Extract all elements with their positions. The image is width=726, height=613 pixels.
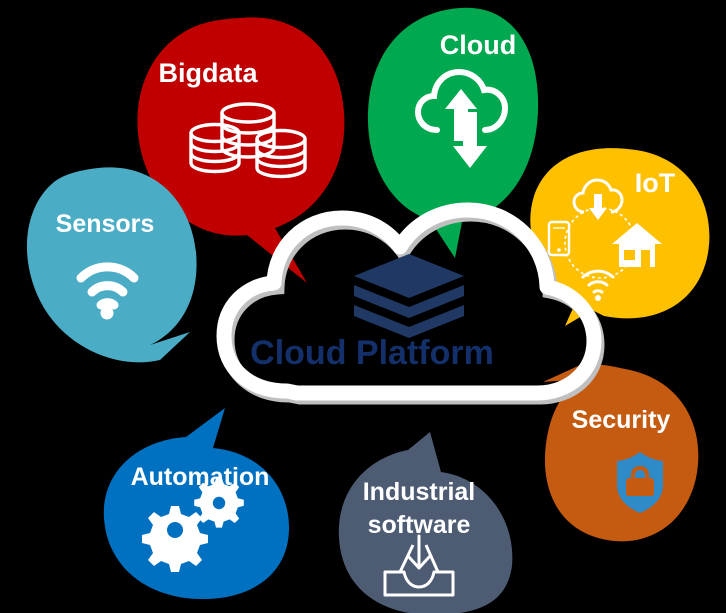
gears-icon <box>142 478 244 572</box>
phone-icon <box>547 220 571 257</box>
sensors-label: Sensors <box>56 210 155 238</box>
node-bigdata[interactable]: Bigdata <box>137 17 345 283</box>
wifi-icon <box>581 269 615 294</box>
industrial-software-bubble-shape <box>338 432 513 613</box>
security-label: Security <box>572 406 671 434</box>
node-cloud[interactable]: Cloud <box>367 7 539 258</box>
cloud-bubble-shape <box>367 7 539 258</box>
node-industrial-software[interactable]: Industrial software <box>338 432 513 613</box>
iot-network-icon <box>547 178 662 301</box>
layers-stack-icon <box>354 254 464 338</box>
house-icon <box>612 223 662 267</box>
wifi-signal-icon <box>76 262 139 310</box>
bigdata-label: Bigdata <box>158 58 258 88</box>
download-tray-icon <box>383 534 455 597</box>
node-security[interactable]: Security <box>543 364 699 542</box>
database-stack-icon <box>189 102 307 179</box>
industrial-software-label-line1: Industrial <box>363 478 476 506</box>
cloud-sync-arrows-icon <box>414 68 509 168</box>
center-cloud-platform[interactable]: Cloud Platform <box>216 202 605 405</box>
cloud-label: Cloud <box>440 30 516 60</box>
bigdata-bubble-shape <box>137 17 345 283</box>
node-automation[interactable]: Automation <box>103 408 290 600</box>
cloud-outline <box>216 202 602 401</box>
wifi-dot-icon <box>100 306 114 320</box>
node-iot[interactable]: IoT <box>530 148 710 326</box>
iot-label: IoT <box>635 168 676 198</box>
cloud-down-arrow-icon <box>453 112 487 168</box>
cloud-up-arrow-icon <box>445 89 477 141</box>
center-cloud-label: Cloud Platform <box>250 334 494 372</box>
industrial-software-label-line2: software <box>368 511 471 539</box>
iot-bubble-shape <box>530 148 710 326</box>
shield-lock-icon <box>617 452 663 513</box>
node-sensors[interactable]: Sensors <box>26 167 197 363</box>
